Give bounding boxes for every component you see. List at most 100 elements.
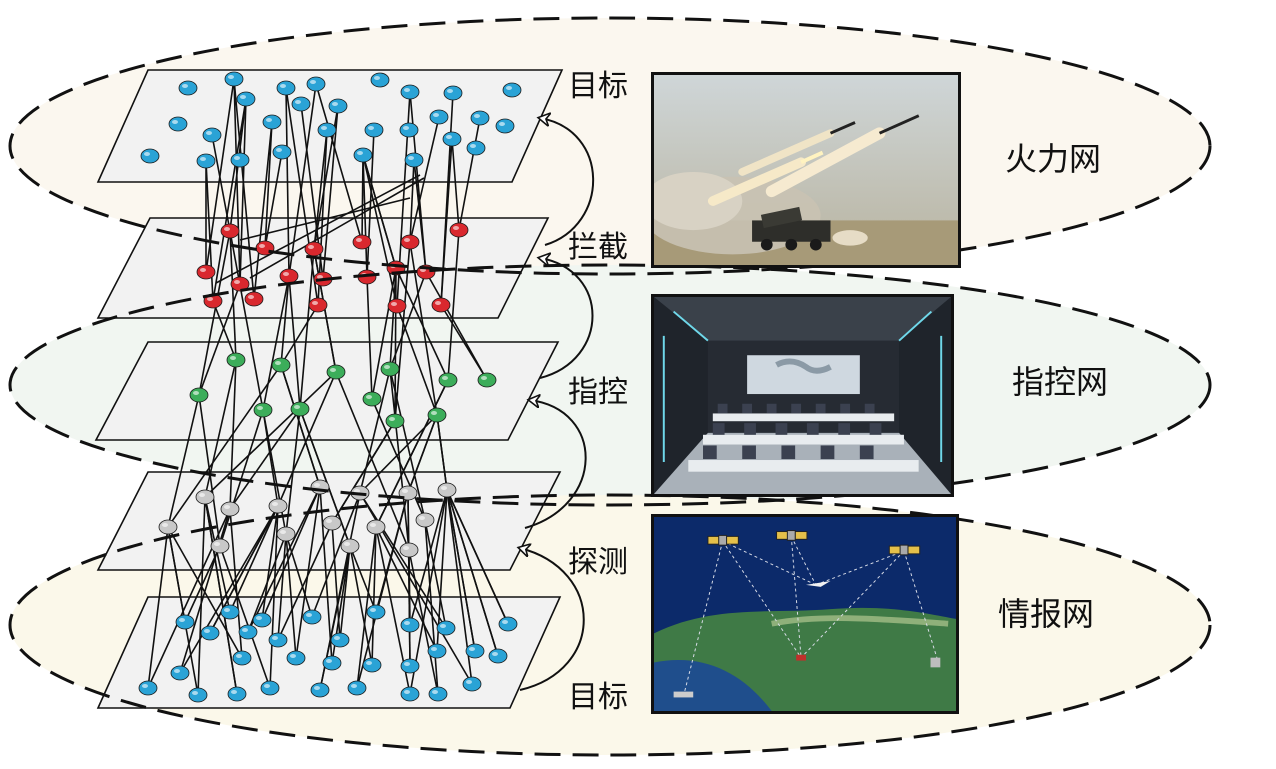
rocket-launch-photo xyxy=(651,72,961,268)
node-link xyxy=(366,276,373,400)
node-highlight xyxy=(404,690,410,694)
target-node xyxy=(140,148,160,164)
node-highlight xyxy=(295,100,301,104)
node-link xyxy=(264,121,273,249)
layer-label-intercept: 拦截 xyxy=(568,230,628,265)
target-node xyxy=(170,665,190,681)
target-node xyxy=(260,680,280,696)
target-node xyxy=(202,127,222,143)
target-node xyxy=(286,650,306,666)
node-link xyxy=(295,486,321,659)
node-link xyxy=(331,420,396,524)
node-link xyxy=(277,371,337,507)
target-node xyxy=(364,122,384,138)
node-highlight xyxy=(466,680,472,684)
target-node xyxy=(366,604,386,620)
target-node xyxy=(429,109,449,125)
node-highlight xyxy=(214,542,220,546)
node-link xyxy=(198,394,221,547)
node-link xyxy=(167,364,282,528)
node-link xyxy=(167,394,200,528)
node-highlight xyxy=(354,489,360,493)
node-highlight xyxy=(404,662,410,666)
target-node xyxy=(272,144,292,160)
node-highlight xyxy=(310,80,316,84)
target-node xyxy=(470,110,490,126)
node-highlight xyxy=(440,624,446,628)
intercept-node xyxy=(449,222,469,238)
node-highlight xyxy=(469,647,475,651)
target-node xyxy=(495,118,515,134)
detect-node xyxy=(158,519,178,535)
node-highlight xyxy=(356,238,362,242)
layer-label-target-top: 目标 xyxy=(568,69,628,104)
node-highlight xyxy=(499,122,505,126)
node-link xyxy=(389,368,410,551)
node-link xyxy=(359,368,391,494)
node-links xyxy=(147,78,509,696)
node-link xyxy=(375,526,438,652)
node-link xyxy=(198,283,241,396)
node-link xyxy=(371,398,426,521)
node-link xyxy=(198,230,231,396)
node-highlight xyxy=(447,89,453,93)
node-link xyxy=(288,275,301,410)
target-node xyxy=(224,71,244,87)
node-highlight xyxy=(144,152,150,156)
target-node xyxy=(196,153,216,169)
target-node xyxy=(427,643,447,659)
target-node xyxy=(302,609,322,625)
node-link xyxy=(311,492,361,618)
command-node xyxy=(326,364,346,380)
intercept-node xyxy=(196,264,216,280)
node-link xyxy=(371,526,377,666)
node-highlight xyxy=(142,684,148,688)
node-highlight xyxy=(283,272,289,276)
node-highlight xyxy=(370,523,376,527)
node-link xyxy=(280,304,319,366)
node-highlight xyxy=(330,368,336,372)
node-link xyxy=(212,300,237,361)
node-highlight xyxy=(314,686,320,690)
node-highlight xyxy=(312,301,318,305)
node-highlight xyxy=(419,516,425,520)
node-highlight xyxy=(308,245,314,249)
node-highlight xyxy=(432,690,438,694)
target-node xyxy=(317,122,337,138)
node-highlight xyxy=(453,226,459,230)
node-highlight xyxy=(403,546,409,550)
node-link xyxy=(219,545,271,689)
fire-network-outline xyxy=(8,16,1212,276)
node-highlight xyxy=(384,365,390,369)
intercept-node xyxy=(308,297,328,313)
node-highlight xyxy=(431,411,437,415)
arrow-target-to-detect xyxy=(520,548,585,691)
detect-node xyxy=(399,542,419,558)
detect-node xyxy=(210,538,230,554)
node-highlight xyxy=(357,151,363,155)
node-link xyxy=(409,116,440,243)
node-link xyxy=(440,304,488,381)
node-highlight xyxy=(474,114,480,118)
node-link xyxy=(396,305,438,416)
target-node xyxy=(362,657,382,673)
target-node xyxy=(268,632,288,648)
node-link xyxy=(446,489,509,625)
node-link xyxy=(424,519,447,629)
node-highlight xyxy=(280,84,286,88)
node-link xyxy=(229,505,279,613)
target-node xyxy=(236,91,256,107)
intercept-node xyxy=(387,298,407,314)
node-link xyxy=(229,408,301,510)
node-highlight xyxy=(206,131,212,135)
node-highlight xyxy=(234,280,240,284)
node-highlight xyxy=(404,238,410,242)
node-link xyxy=(239,98,247,285)
node-link xyxy=(446,489,476,652)
node-link xyxy=(389,267,397,370)
node-link xyxy=(219,409,264,547)
target-node xyxy=(322,655,342,671)
target-node xyxy=(399,122,419,138)
node-link xyxy=(356,526,377,689)
